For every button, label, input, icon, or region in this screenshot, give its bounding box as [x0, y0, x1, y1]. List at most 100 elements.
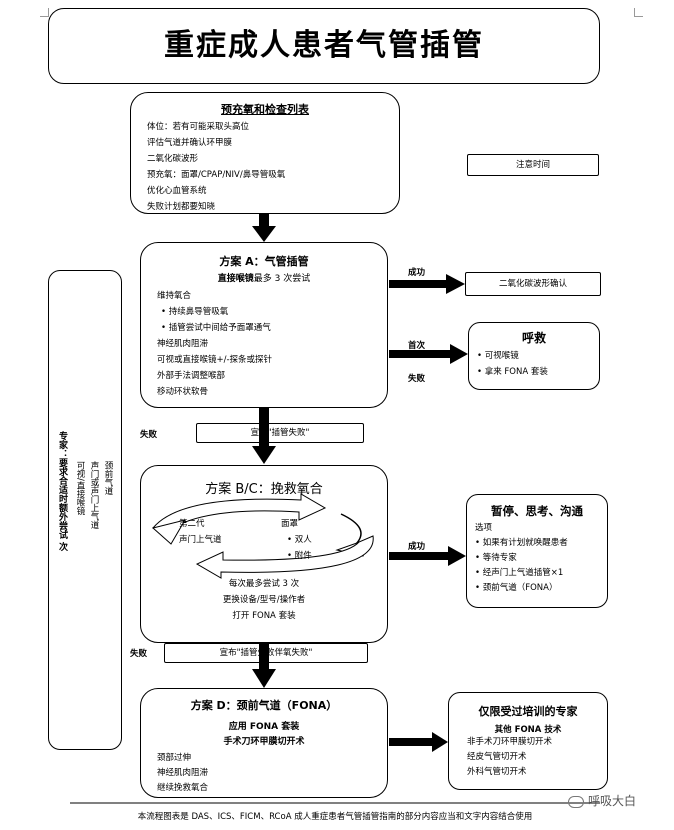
- list-item: 颈部过伸: [157, 753, 192, 763]
- mask-line2: • 双人: [287, 535, 312, 545]
- list-item: • 等待专家: [475, 553, 517, 563]
- list-item: 神经肌肉阻滞: [157, 768, 209, 778]
- list-item: 二氧化碳波形: [147, 154, 199, 164]
- list-item: 移动环状软骨: [157, 387, 209, 397]
- plan-bc-box: 方案 B/C：挽救氧合 第二代 声门上气道 面罩 • 双人 • 附件 每次最多尝…: [140, 465, 388, 643]
- arrow-head-first-fail: [450, 344, 468, 364]
- list-item: • 可视喉镜: [477, 351, 519, 361]
- list-item: • 拿来 FONA 套装: [477, 367, 548, 377]
- call-help-box: 呼救 • 可视喉镜 • 拿来 FONA 套装: [468, 322, 600, 390]
- mask-line3: • 附件: [287, 551, 312, 561]
- call-help-list: • 可视喉镜 • 拿来 FONA 套装: [469, 348, 599, 380]
- preox-header: 预充氧和检查列表: [221, 103, 309, 116]
- arrow-shaft-a-bc: [259, 408, 269, 448]
- declare-fail-box: 宣布"插管失败": [196, 423, 364, 443]
- list-item: • 颈前气道（FONA）: [475, 583, 558, 593]
- capno-confirm-box: 二氧化碳波形确认: [465, 272, 601, 296]
- sga-line1: 第二代: [179, 519, 205, 529]
- side-line2: 可视/直接喉镜: [75, 461, 85, 515]
- list-item: 评估气道并确认环甲膜: [147, 138, 233, 148]
- arrow-shaft-d-trained: [389, 738, 433, 746]
- arrow-head-success-bc: [448, 546, 466, 566]
- expert-side-box: 专家：要求合适时额外尝试 次 可视/直接喉镜 声门或声门上气道 颈前气道: [48, 270, 122, 750]
- sga-line2: 声门上气道: [179, 535, 222, 545]
- plan-d-sub2: 手术刀环甲膜切开术: [223, 737, 305, 747]
- pause-box: 暂停、思考、沟通 选项 • 如果有计划就唤醒患者 • 等待专家 • 经声门上气道…: [466, 494, 608, 608]
- list-item: • 如果有计划就唤醒患者: [475, 538, 568, 548]
- success-label-bc: 成功: [408, 542, 426, 552]
- fail-label-a: 失败: [408, 374, 426, 384]
- arrow-head-preox-a: [252, 226, 276, 242]
- list-item: 每次最多尝试 3 次: [228, 579, 300, 589]
- watermark-label: 呼吸大白: [588, 794, 637, 808]
- side-line4: 颈前气道: [103, 461, 113, 495]
- plan-a-sub-bold: 直接喉镜: [217, 274, 254, 284]
- arrow-shaft-preox-a: [259, 214, 269, 228]
- trained-box: 仅限受过培训的专家 其他 FONA 技术 非手术刀环甲膜切开术 经皮气管切开术 …: [448, 692, 608, 790]
- arrow-head-a-bc: [252, 446, 276, 464]
- plan-d-header: 方案 D：颈前气道（FONA）: [190, 699, 338, 712]
- watermark-text: 呼吸大白: [568, 792, 636, 809]
- list-item: 可视或直接喉镜+/-探条或探针: [157, 355, 273, 365]
- plan-a-sub-rest: 最多 3 次尝试: [253, 274, 311, 284]
- list-item: 外部手法调整喉部: [157, 371, 226, 381]
- trained-sub: 其他 FONA 技术: [494, 725, 562, 735]
- cycle-arrows-icon: [151, 493, 374, 579]
- plan-bc-right: 面罩 • 双人 • 附件: [281, 516, 312, 564]
- list-item: • 经声门上气道插管×1: [475, 568, 564, 578]
- list-item: 更换设备/型号/操作者: [222, 595, 306, 605]
- list-item: 体位：若有可能采取头高位: [147, 122, 250, 132]
- preox-box: 预充氧和检查列表 体位：若有可能采取头高位 评估气道并确认环甲膜 二氧化碳波形 …: [130, 92, 400, 214]
- arrow-head-bc-d: [252, 669, 276, 688]
- plan-d-box: 方案 D：颈前气道（FONA） 应用 FONA 套装 手术刀环甲膜切开术 颈部过…: [140, 688, 388, 798]
- list-item: 外科气管切开术: [467, 767, 527, 777]
- pause-header: 暂停、思考、沟通: [491, 504, 583, 518]
- call-help-header: 呼救: [521, 331, 546, 345]
- trained-header: 仅限受过培训的专家: [478, 705, 578, 718]
- list-item: 非手术刀环甲膜切开术: [467, 737, 553, 747]
- attention-time-box: 注意时间: [467, 154, 599, 176]
- list-item: 神经肌肉阻滞: [157, 339, 209, 349]
- list-item: 经皮气管切开术: [467, 752, 527, 762]
- trained-list: 非手术刀环甲膜切开术 经皮气管切开术 外科气管切开术: [449, 735, 607, 780]
- arrow-shaft-success-bc: [389, 552, 449, 560]
- title-box: 重症成人患者气管插管: [48, 8, 600, 84]
- list-item: • 插管尝试中间给予面罩通气: [161, 323, 271, 333]
- side-line1: 专家：要求合适时额外尝试 次: [57, 431, 67, 552]
- plan-a-list: 维持氧合 • 持续鼻导管吸氧 • 插管尝试中间给予面罩通气 神经肌肉阻滞 可视或…: [141, 288, 387, 400]
- arrow-head-d-trained: [432, 732, 448, 752]
- arrow-shaft-bc-d: [259, 643, 269, 671]
- watermark-icon: [568, 795, 584, 808]
- plan-bc-left: 第二代 声门上气道: [179, 516, 222, 548]
- arrow-shaft-success-a: [389, 280, 447, 288]
- page-title: 重症成人患者气管插管: [164, 28, 484, 63]
- list-item: 打开 FONA 套装: [232, 611, 296, 621]
- pause-list: 选项 • 如果有计划就唤醒患者 • 等待专家 • 经声门上气道插管×1 • 颈前…: [467, 521, 607, 596]
- side-line3: 声门或声门上气道: [89, 461, 99, 529]
- fail-label-1: 失败: [140, 430, 158, 440]
- preox-list: 体位：若有可能采取头高位 评估气道并确认环甲膜 二氧化碳波形 预充氧：面罩/CP…: [131, 119, 399, 215]
- list-item: • 持续鼻导管吸氧: [161, 307, 229, 317]
- arrow-head-success-a: [446, 274, 465, 294]
- footer-note: 本流程图表是 DAS、ICS、FICM、RCoA 成人重症患者气管插管指南的部分…: [137, 812, 533, 822]
- list-item: 优化心血管系统: [147, 186, 207, 196]
- plan-bc-list: 每次最多尝试 3 次 更换设备/型号/操作者 打开 FONA 套装: [141, 576, 387, 624]
- list-item: 继续挽救氧合: [157, 783, 209, 793]
- list-item: 失败计划都要知晓: [147, 202, 216, 212]
- list-item: 维持氧合: [157, 291, 192, 301]
- list-item: 预充氧：面罩/CPAP/NIV/鼻导管吸氧: [147, 170, 286, 180]
- list-item: 选项: [475, 523, 493, 533]
- plan-d-sub1: 应用 FONA 套装: [228, 722, 300, 732]
- fail-label-2: 失败: [130, 649, 148, 659]
- arrow-shaft-first-fail: [389, 350, 451, 358]
- plan-a-header: 方案 A：气管插管: [219, 255, 309, 268]
- corner-mark-tr: [634, 8, 643, 17]
- plan-a-box: 方案 A：气管插管 直接喉镜最多 3 次尝试 维持氧合 • 持续鼻导管吸氧 • …: [140, 242, 388, 408]
- success-label-a: 成功: [408, 268, 426, 278]
- first-label: 首次: [408, 341, 426, 351]
- plan-d-list: 颈部过伸 神经肌肉阻滞 继续挽救氧合: [141, 751, 387, 796]
- mask-line1: 面罩: [281, 519, 299, 529]
- plan-bc-header: 方案 B/C：挽救氧合: [205, 482, 323, 497]
- corner-mark-tl: [40, 8, 49, 17]
